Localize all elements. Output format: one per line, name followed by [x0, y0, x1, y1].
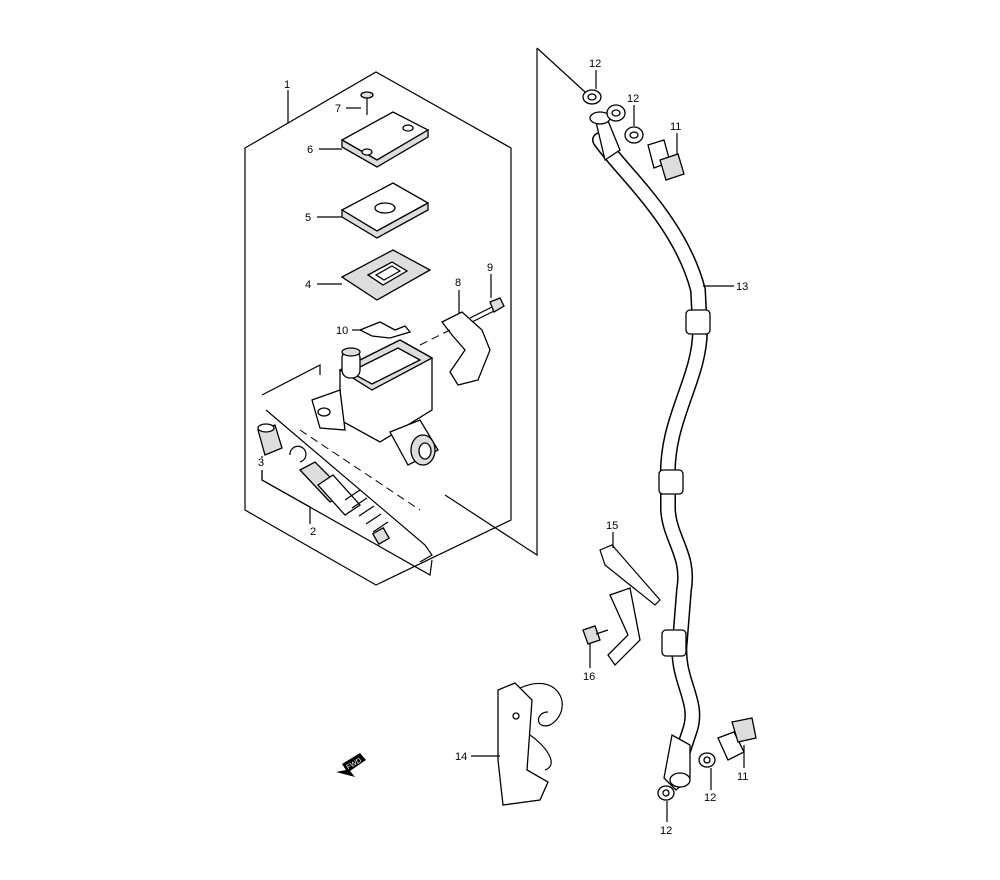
part-11-union-bolt-lower: [717, 717, 757, 761]
part-14-bracket: [497, 682, 563, 806]
assembly-line: [419, 329, 451, 346]
part-5-diaphragm-plate: [340, 182, 430, 239]
callout-12: 12: [704, 792, 716, 804]
callout-11: 11: [737, 771, 748, 783]
assembly-line-piston: [299, 429, 421, 511]
callout-2: 2: [310, 526, 316, 538]
part-11-union-bolt-upper: [647, 139, 685, 181]
callout-7: 7: [335, 103, 341, 115]
callout-11: 11: [670, 121, 681, 133]
callout-9: 9: [487, 262, 493, 274]
part-10-plate: [358, 321, 412, 339]
callout-5: 5: [305, 212, 311, 224]
master-cylinder-body: [311, 339, 439, 466]
callout-14: 14: [455, 751, 467, 763]
washer-12c: [624, 126, 644, 144]
part-6-reservoir-cap: [340, 111, 430, 168]
assembly-outline-box: [244, 71, 512, 586]
leader-12a: [536, 47, 586, 93]
hose-group-bracket: [444, 48, 538, 557]
part-16-bolt: [582, 625, 609, 645]
part-7-screw: [360, 91, 374, 115]
washer-12a: [582, 89, 602, 105]
circlip: [289, 445, 307, 463]
part-2-piston-spring: [298, 461, 391, 546]
callout-10: 10: [336, 325, 348, 337]
washer-12e: [657, 785, 675, 801]
washer-12b: [606, 104, 626, 122]
fwd-label: FWD: [346, 757, 363, 771]
part-15-hose-guide: [599, 544, 661, 667]
callout-3: 3: [258, 457, 264, 469]
piston-subbox-bottom: [261, 470, 433, 576]
callout-1: 1: [284, 79, 290, 91]
callout-15: 15: [606, 520, 618, 532]
callout-8: 8: [455, 277, 461, 289]
part-9-bolt: [469, 297, 505, 323]
fwd-arrow-icon: FWD: [336, 753, 366, 777]
callout-6: 6: [307, 144, 313, 156]
callout-12: 12: [627, 93, 639, 105]
callout-12: 12: [660, 825, 672, 837]
leader-2-3: [261, 470, 311, 524]
part-8-clamp: [441, 311, 491, 386]
washer-12d: [698, 752, 716, 768]
part-4-diaphragm: [340, 249, 432, 301]
part-13-brake-hose: [589, 111, 711, 791]
callout-4: 4: [305, 279, 311, 291]
part-3-boot: [257, 423, 283, 456]
piston-subbox: [261, 364, 433, 563]
callout-16: 16: [583, 671, 595, 683]
callout-13: 13: [736, 281, 748, 293]
callout-12: 12: [589, 58, 601, 70]
